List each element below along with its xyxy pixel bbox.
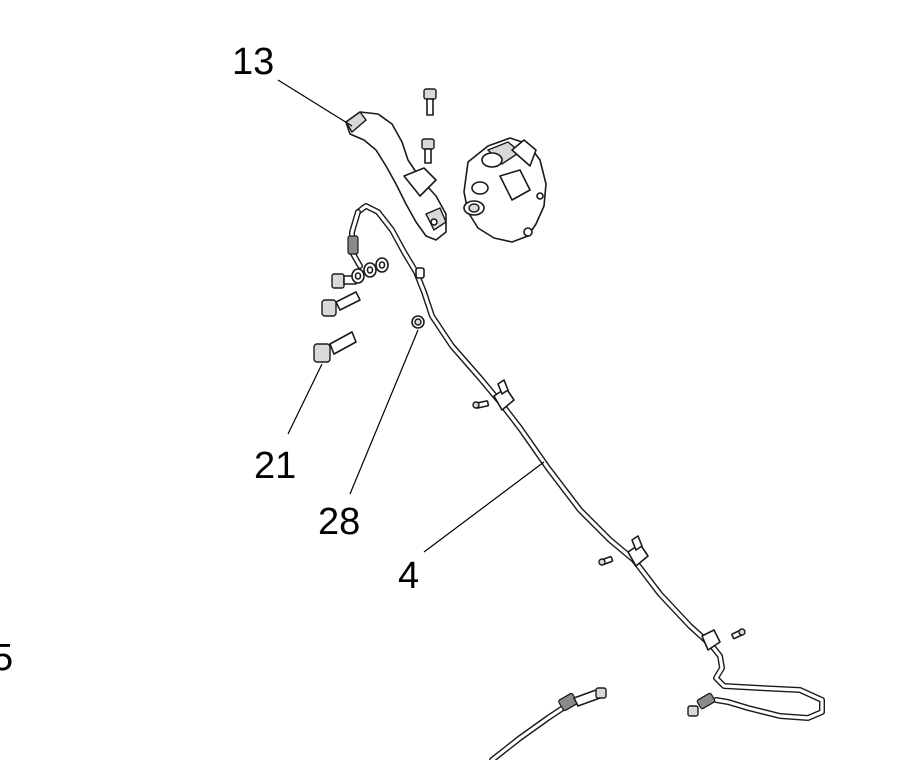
leader-4 (423, 461, 545, 553)
leader-13 (277, 79, 353, 127)
pipe-clip-upper (493, 379, 515, 411)
mount-bolt-upper (321, 291, 361, 317)
clip-screw-3 (731, 628, 746, 640)
callout-21: 21 (254, 445, 296, 487)
bracket-bolt-lower (421, 138, 435, 164)
callout-28: 28 (318, 501, 360, 543)
bracket-bolt-top (423, 88, 437, 116)
callout-5: 5 (0, 637, 13, 679)
hose-end-fitting (687, 692, 716, 717)
callout-4: 4 (398, 555, 419, 597)
brake-pipe (347, 203, 825, 721)
pipe-clip-middle (627, 535, 649, 567)
callout-13: 13 (232, 41, 274, 83)
mount-bolt-21 (313, 331, 357, 363)
bracket-part (345, 111, 447, 241)
leader-28 (349, 329, 419, 495)
banjo-bolt-and-washers (331, 257, 389, 289)
leader-21 (287, 363, 323, 435)
caliper-assembly (463, 137, 547, 243)
clip-screw-1 (472, 400, 490, 409)
pipe-clip-lower (701, 629, 721, 651)
bleed-nipple-28 (411, 267, 425, 329)
lower-brake-hose (489, 687, 607, 760)
clip-screw-2 (598, 555, 614, 566)
